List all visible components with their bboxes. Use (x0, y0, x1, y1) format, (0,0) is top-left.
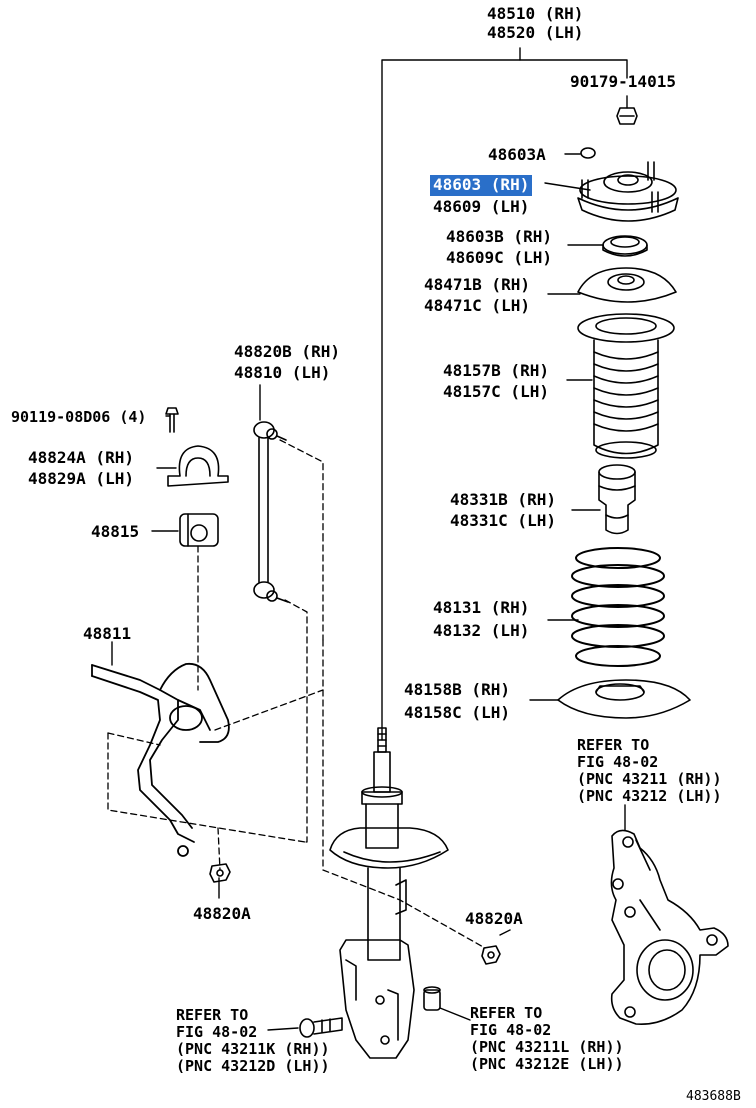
stabilizer-bar-icon (91, 662, 230, 857)
ref-nut-line4: (PNC 43212E (LH)) (470, 1055, 624, 1073)
label-bushing: 48815 (91, 522, 140, 541)
label-link-rh: 48820B (RH) (234, 342, 340, 361)
label-bracket-lh: 48829A (LH) (28, 469, 134, 488)
top-nut-icon (616, 107, 638, 125)
ref-bolt-line2: FIG 48-02 (176, 1023, 258, 1041)
bump-stopper-icon (598, 464, 636, 535)
ref-knuckle-line3: (PNC 43211 (RH)) (577, 770, 722, 788)
label-boot-lh: 48157C (LH) (443, 382, 549, 401)
bushing-icon (179, 513, 219, 547)
label-washer: 48603A (488, 145, 546, 164)
label-bumper-rh: 48331B (RH) (450, 490, 556, 509)
upper-seat-icon (577, 267, 677, 303)
coil-spring-icon (571, 547, 665, 667)
leader-lines (111, 47, 628, 1031)
label-support-rh[interactable]: 48603 (RH) (430, 175, 533, 196)
label-bolt: 90119-08D06 (4) (11, 408, 147, 426)
label-bearing-rh: 48603B (RH) (446, 227, 552, 246)
label-bracket-rh: 48824A (RH) (28, 448, 134, 467)
label-spring-lh: 48132 (LH) (433, 621, 530, 640)
label-bearing-lh: 48609C (LH) (446, 248, 552, 267)
label-top-nut: 90179-14015 (570, 72, 676, 91)
upper-support-icon (577, 161, 679, 222)
label-spring-rh: 48131 (RH) (433, 598, 530, 617)
ref-knuckle-line2: FIG 48-02 (577, 753, 659, 771)
ref-bolt-line1: REFER TO (176, 1006, 249, 1024)
ref-bolt-line3: (PNC 43211K (RH)) (176, 1040, 330, 1058)
ref-nut-line1: REFER TO (470, 1004, 543, 1022)
bearing-icon (602, 235, 648, 257)
label-upper-seat-lh: 48471C (LH) (424, 296, 530, 315)
label-support-lh: 48609 (LH) (433, 197, 530, 216)
small-bolt-icon (165, 407, 179, 433)
label-link-lh: 48810 (LH) (234, 363, 331, 382)
ref-knuckle-line1: REFER TO (577, 736, 650, 754)
steering-knuckle-icon (610, 829, 729, 1026)
stabilizer-link-icon (253, 421, 289, 603)
strut-icon (329, 727, 449, 1059)
nut-left-icon (209, 863, 231, 883)
label-boot-rh: 48157B (RH) (443, 361, 549, 380)
lock-nut-icon (423, 986, 441, 1011)
label-strut-rh: 48510 (RH) (487, 4, 584, 23)
dust-boot-icon (577, 313, 675, 459)
lower-insulator-icon (557, 679, 691, 719)
ref-knuckle-line4: (PNC 43212 (LH)) (577, 787, 722, 805)
label-lower-insulator-rh: 48158B (RH) (404, 680, 510, 699)
label-nut-left: 48820A (193, 904, 251, 923)
ref-nut-line2: FIG 48-02 (470, 1021, 552, 1039)
label-bumper-lh: 48331C (LH) (450, 511, 556, 530)
nut-right-icon (481, 945, 501, 965)
label-strut-lh: 48520 (LH) (487, 23, 584, 42)
bracket-icon (167, 445, 229, 487)
flange-bolt-icon (299, 1017, 343, 1038)
ref-nut-line3: (PNC 43211L (RH)) (470, 1038, 624, 1056)
ref-bolt-line4: (PNC 43212D (LH)) (176, 1057, 330, 1075)
figure-id: 483688B (686, 1089, 741, 1104)
label-nut-right: 48820A (465, 909, 523, 928)
label-lower-insulator-lh: 48158C (LH) (404, 703, 510, 722)
label-upper-seat-rh: 48471B (RH) (424, 275, 530, 294)
label-stabilizer: 48811 (83, 624, 132, 643)
